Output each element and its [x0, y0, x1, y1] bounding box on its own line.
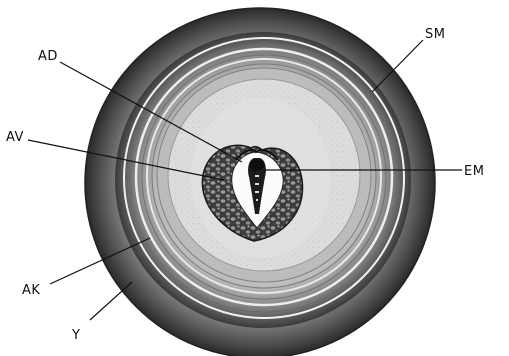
label-em: EM	[464, 164, 484, 179]
label-y: Y	[71, 328, 80, 343]
label-ak: AK	[22, 283, 40, 298]
leader-y	[90, 282, 132, 320]
label-sm: SM	[425, 27, 445, 42]
label-ad: AD	[38, 49, 58, 64]
label-av: AV	[6, 130, 24, 145]
